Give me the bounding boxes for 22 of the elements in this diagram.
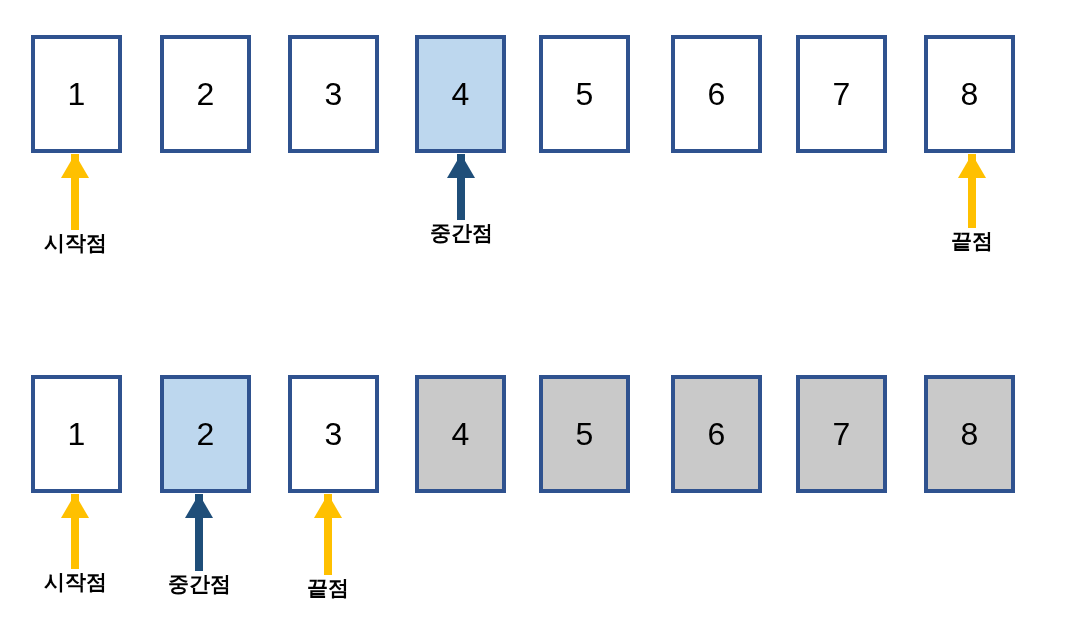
pointer-label: 시작점 [20, 567, 130, 597]
number-box: 3 [288, 375, 379, 493]
number-box: 2 [160, 35, 251, 153]
number-box: 3 [288, 35, 379, 153]
number-box: 1 [31, 375, 122, 493]
number-box: 4 [415, 35, 506, 153]
pointer-label: 시작점 [20, 228, 130, 258]
number-box: 1 [31, 35, 122, 153]
number-box: 7 [796, 375, 887, 493]
number-box: 6 [671, 35, 762, 153]
number-box: 8 [924, 35, 1015, 153]
number-box: 5 [539, 375, 630, 493]
number-box: 8 [924, 375, 1015, 493]
pointer-label: 끝점 [273, 573, 383, 603]
pointer-label: 중간점 [406, 218, 516, 248]
number-box: 7 [796, 35, 887, 153]
pointer-label: 중간점 [144, 569, 254, 599]
number-box: 6 [671, 375, 762, 493]
number-box: 4 [415, 375, 506, 493]
number-box: 5 [539, 35, 630, 153]
pointer-label: 끝점 [917, 226, 1027, 256]
number-box: 2 [160, 375, 251, 493]
